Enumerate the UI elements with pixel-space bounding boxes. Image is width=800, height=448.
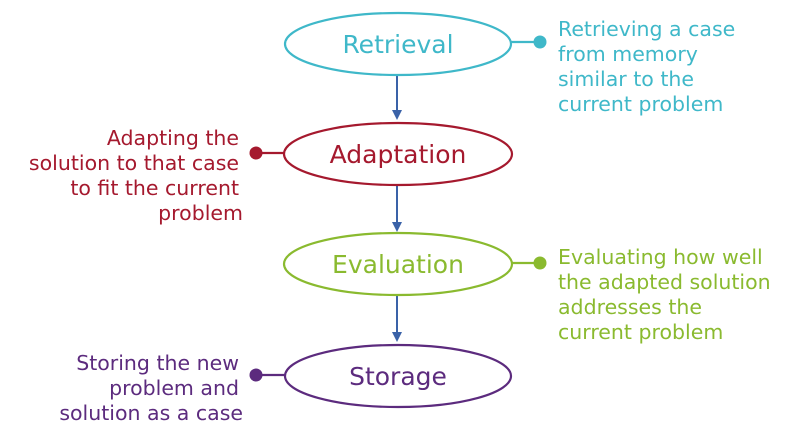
- retrieval-description-line: similar to the: [558, 67, 694, 91]
- step-evaluation: Evaluation Evaluating how well the adapt…: [282, 231, 775, 344]
- adaptation-description-line: Adapting the: [107, 126, 239, 150]
- evaluation-description: Evaluating how well the adapted solution…: [558, 245, 775, 344]
- retrieval-description: Retrieving a case from memory similar to…: [558, 17, 739, 116]
- storage-connector-dot: [249, 368, 263, 382]
- retrieval-description-line: Retrieving a case: [558, 17, 735, 41]
- retrieval-node: [283, 11, 513, 77]
- adaptation-connector-dot: [249, 146, 263, 160]
- evaluation-description-line: the adapted solution: [558, 270, 771, 294]
- retrieval-title: Retrieval: [342, 30, 453, 59]
- storage-description-line: Storing the new: [76, 351, 239, 375]
- retrieval-description-line: from memory: [558, 42, 698, 66]
- evaluation-description-line: Evaluating how well: [558, 245, 763, 269]
- adaptation-title: Adaptation: [330, 140, 467, 169]
- storage-description-line: solution as a case: [59, 401, 243, 425]
- step-adaptation: Adaptation Adapting the solution to that…: [29, 121, 514, 225]
- evaluation-description-line: current problem: [558, 320, 723, 344]
- storage-title: Storage: [349, 362, 447, 391]
- evaluation-description-line: addresses the: [558, 295, 702, 319]
- retrieval-connector-dot: [533, 35, 547, 49]
- storage-description: Storing the new problem and solution as …: [59, 351, 243, 425]
- evaluation-connector-dot: [533, 256, 547, 270]
- adaptation-description-line: problem: [158, 201, 243, 225]
- adaptation-description: Adapting the solution to that case to fi…: [29, 126, 243, 225]
- adaptation-description-line: solution to that case: [29, 151, 239, 175]
- retrieval-description-line: current problem: [558, 92, 723, 116]
- adaptation-description-line: to fit the current: [70, 176, 239, 200]
- storage-description-line: problem and: [109, 376, 239, 400]
- step-retrieval: Retrieval Retrieving a case from memory …: [283, 11, 739, 116]
- evaluation-title: Evaluation: [332, 250, 464, 279]
- step-storage: Storage Storing the new problem and solu…: [59, 343, 513, 425]
